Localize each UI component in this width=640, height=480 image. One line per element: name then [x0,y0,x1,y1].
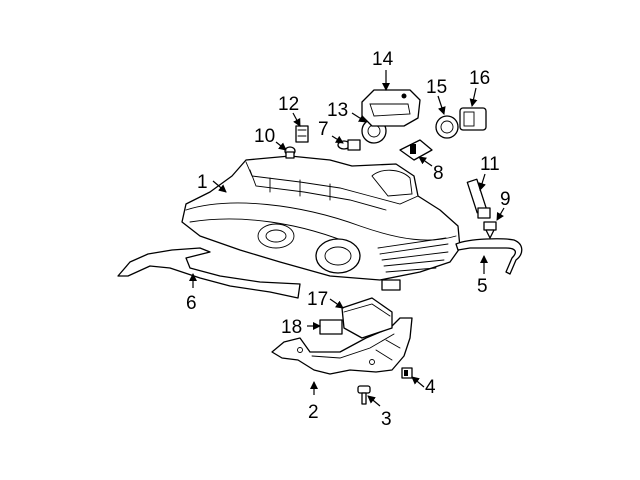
nut [401,367,413,379]
leader-lines [189,70,505,407]
callout-9: 9 [500,189,511,210]
bulb-8 [399,139,433,161]
callout-10: 10 [254,126,275,147]
mounting-bracket [271,317,413,375]
callout-16: 16 [469,68,490,89]
callout-5: 5 [477,276,488,297]
bulb-9 [483,221,497,239]
screw [357,385,371,405]
callout-12: 12 [278,94,299,115]
callout-6: 6 [186,293,197,314]
bulb-12 [295,125,309,143]
callout-1: 1 [197,172,208,193]
callout-8: 8 [433,163,444,184]
callout-labels: 1 2 3 4 5 6 7 8 9 10 11 12 13 14 15 16 1… [186,49,511,430]
headlamp-housing [181,155,461,291]
callout-13: 13 [327,100,348,121]
callout-4: 4 [425,377,436,398]
socket-11 [466,178,491,219]
callout-7: 7 [318,119,329,140]
bulb-10 [284,146,296,159]
control-module-17 [341,297,393,339]
igniter-16 [459,107,487,131]
callout-14: 14 [372,49,394,70]
callout-17: 17 [307,289,328,310]
trim-strip [117,247,301,299]
cover-14 [361,89,421,127]
callout-15: 15 [426,77,447,98]
callout-18: 18 [281,317,302,338]
ring-15 [435,115,459,139]
seal [455,238,523,275]
callout-2: 2 [308,402,319,423]
module-18 [319,319,343,335]
callout-11: 11 [480,154,500,175]
callout-3: 3 [381,409,392,430]
